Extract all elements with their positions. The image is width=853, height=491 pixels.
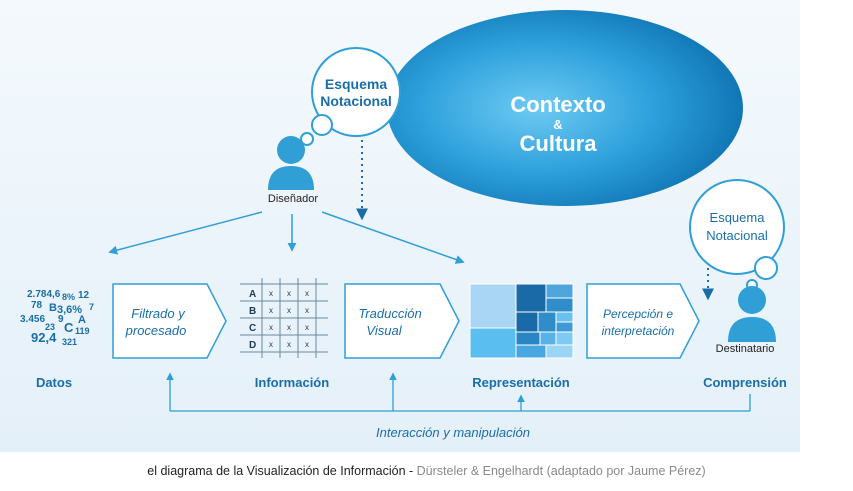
process-percepcion-line2: interpretación: [602, 324, 675, 338]
recipient-schema-bubble: Esquema Notacional: [689, 179, 785, 291]
data-number: C: [64, 320, 74, 335]
table-row-label: D: [249, 340, 256, 351]
cloud-title-line3: Cultura: [520, 131, 598, 156]
table-cell-mark: x: [269, 323, 273, 332]
caption-main: el diagrama de la Visualización de Infor…: [147, 464, 417, 478]
stage-informacion: Información: [255, 375, 329, 390]
designer-schema-line2: Notacional: [320, 93, 392, 109]
designer-schema-line1: Esquema: [325, 76, 387, 92]
recipient-schema-line1: Esquema: [710, 210, 766, 225]
stage-comprension: Comprensión: [703, 375, 787, 390]
process-filtrado-line1: Filtrado y: [131, 306, 186, 321]
table-cell-mark: x: [269, 340, 273, 349]
interaction-loop: [166, 372, 751, 412]
table-cell-mark: x: [287, 340, 291, 349]
cloud-title-line1: Contexto: [510, 92, 605, 117]
table-cell-mark: x: [287, 289, 291, 298]
data-number: 3,6%: [57, 304, 82, 316]
cloud-title-line2: &: [553, 117, 562, 132]
process-percepcion: Percepción e interpretación: [586, 283, 700, 359]
data-number: 119: [75, 326, 90, 336]
recipient-label: Destinatario: [716, 343, 775, 355]
designer-label: Diseñador: [268, 193, 318, 205]
data-number: 23: [45, 322, 55, 332]
context-culture-cloud: Contexto & Cultura: [387, 10, 743, 206]
table-cell-mark: x: [305, 323, 309, 332]
data-number: A: [78, 314, 86, 326]
table-cell-mark: x: [287, 306, 291, 315]
data-number: 321: [62, 337, 77, 347]
data-numbers-cluster: 2.784,6 8% 12 78 B 3,6% 7 3.456 23 9 A C…: [20, 289, 94, 347]
process-percepcion-line1: Percepción e: [603, 307, 673, 321]
table-row-label: A: [249, 289, 256, 300]
process-filtrado-line2: procesado: [125, 323, 187, 338]
data-number: 8%: [62, 292, 75, 302]
caption-credit: Dürsteler & Engelhardt (adaptado por Jau…: [416, 464, 706, 478]
table-row-label: C: [249, 323, 256, 334]
data-number: B: [49, 302, 57, 314]
designer-schema-bubble: Esquema Notacional: [300, 47, 401, 146]
table-cell-mark: x: [305, 340, 309, 349]
designer-arrow-datos: [108, 211, 263, 255]
designer-icon: Diseñador: [268, 136, 318, 205]
data-number: 92,4: [31, 330, 57, 345]
table-cell-mark: x: [287, 323, 291, 332]
data-number: 9: [58, 314, 64, 325]
figure-caption: el diagrama de la Visualización de Infor…: [0, 464, 853, 478]
table-cell-mark: x: [305, 306, 309, 315]
process-filtrado: Filtrado y procesado: [112, 283, 227, 359]
recipient-schema-line2: Notacional: [706, 228, 768, 243]
table-cell-mark: x: [269, 306, 273, 315]
table-cell-mark: x: [269, 289, 273, 298]
data-number: 12: [78, 290, 90, 301]
treemap-representation: [469, 283, 574, 359]
data-number: 3.456: [20, 314, 45, 325]
stage-representacion: Representación: [472, 375, 570, 390]
stage-datos: Datos: [36, 375, 72, 390]
data-number: 2.784,6: [27, 289, 61, 300]
designer-arrow-representacion: [321, 211, 465, 264]
table-cell-mark: x: [305, 289, 309, 298]
recipient-icon: Destinatario: [716, 286, 776, 355]
process-traduccion-line1: Traducción: [358, 306, 421, 321]
process-traduccion: Traducción Visual: [344, 283, 460, 359]
data-number: 7: [89, 302, 94, 312]
interaction-label: Interacción y manipulación: [376, 425, 530, 440]
data-number: 78: [31, 300, 43, 311]
process-traduccion-line2: Visual: [366, 323, 402, 338]
table-row-label: B: [249, 306, 256, 317]
